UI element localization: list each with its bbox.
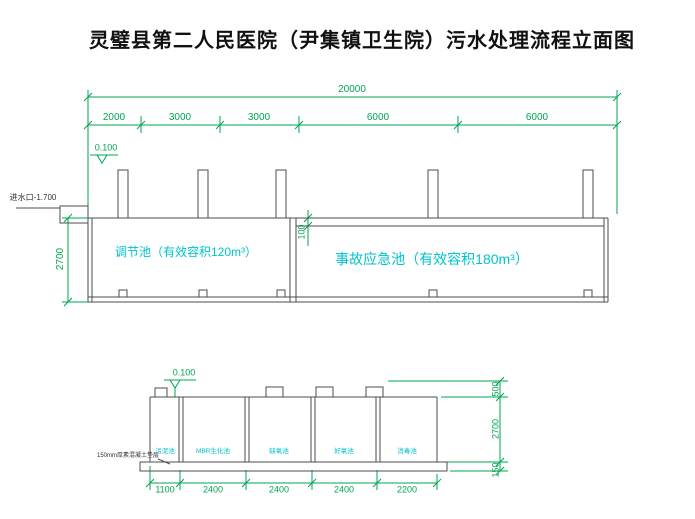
base-note: 150mm厚素混凝土垫层 [96,453,160,459]
elevation-mark-lower: 0.100 [172,367,196,378]
bottom-dim-2: 2400 [202,484,224,495]
bottom-dim-3: 2400 [268,484,290,495]
bottom-dim-1: 1100 [155,484,175,495]
dim-total: 20000 [338,84,366,95]
tank-depth-dim: 2700 [55,247,66,271]
dim-seg-1: 2000 [102,112,126,123]
right-dim-2700: 2700 [490,418,501,440]
bottom-dim-5: 2200 [396,484,418,495]
freeboard-dim: 100 [296,224,307,240]
tank1-label: 调节池（有效容积120m³） [114,245,258,259]
compartment-label-5: 消毒池 [397,447,417,455]
upper-structure [16,169,609,303]
compartment-label-4: 好氧池 [334,447,354,455]
upper-dimension-lines [62,90,622,307]
compartment-label-3: 缺氧池 [269,447,289,455]
bottom-dim-4: 2400 [333,484,355,495]
dim-seg-2: 3000 [168,112,192,123]
elevation-mark-upper: 0.100 [94,142,118,153]
dim-seg-4: 6000 [366,112,390,123]
compartment-label-2: MBR生化池 [196,447,230,455]
dim-seg-3: 3000 [247,112,271,123]
compartment-label-1: 污泥池 [155,447,175,455]
inlet-label: 进水口-1.700 [9,193,57,202]
right-dim-500: 500 [490,381,501,397]
lower-dimension-lines [145,376,508,490]
drawing-title: 灵璧县第二人民医院（尹集镇卫生院）污水处理流程立面图 [89,30,635,52]
tank2-label: 事故应急池（有效容积180m³） [335,251,529,267]
right-dim-150: 150 [490,462,501,478]
dim-seg-5: 6000 [525,112,549,123]
lower-structure [139,386,448,472]
